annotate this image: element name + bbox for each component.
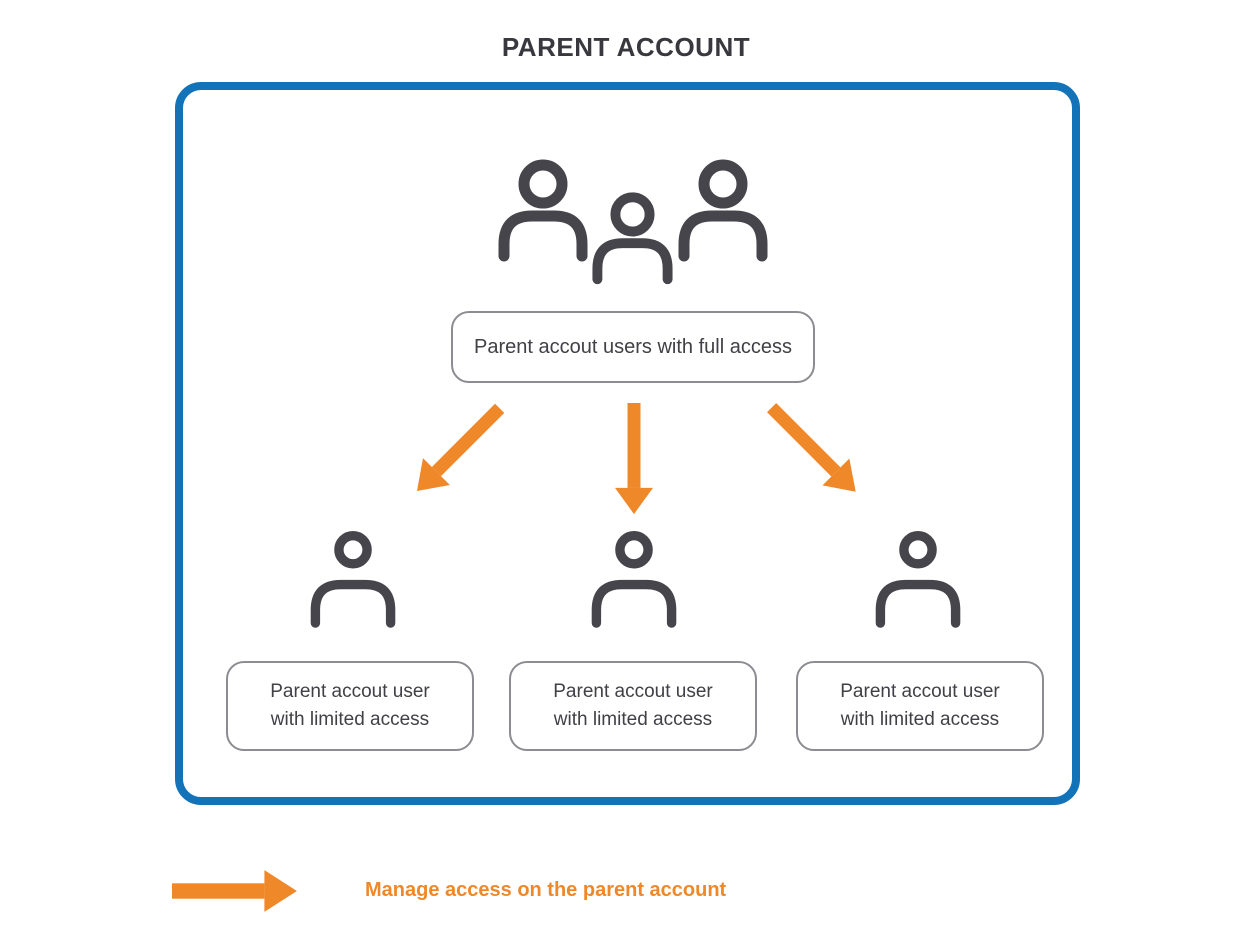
legend-arrow-right-icon bbox=[172, 869, 298, 913]
legend-label: Manage access on the parent account bbox=[365, 879, 727, 901]
limited-access-label-line2: with limited access bbox=[270, 709, 430, 730]
parent-account-container: Parent accout users with full access bbox=[175, 82, 1080, 805]
user-icon bbox=[306, 526, 400, 628]
limited-access-box: Parent accout user with limited access bbox=[509, 661, 757, 751]
arrow-down-icon bbox=[614, 403, 654, 515]
limited-access-label-line1: Parent accout user bbox=[840, 681, 1000, 702]
page-title: PARENT ACCOUNT bbox=[501, 32, 751, 62]
group-users-icon bbox=[498, 158, 768, 293]
limited-access-label-line2: with limited access bbox=[553, 709, 713, 730]
arrow-down-left-icon bbox=[402, 394, 514, 506]
limited-access-box: Parent accout user with limited access bbox=[796, 661, 1044, 751]
full-access-label: Parent accout users with full access bbox=[474, 335, 792, 358]
arrow-down-right-icon bbox=[757, 393, 870, 506]
user-icon bbox=[871, 526, 965, 628]
limited-access-label-line2: with limited access bbox=[840, 709, 1000, 730]
limited-access-box: Parent accout user with limited access bbox=[226, 661, 474, 751]
limited-access-label-line1: Parent accout user bbox=[553, 681, 713, 702]
limited-access-label-line1: Parent accout user bbox=[270, 681, 430, 702]
user-icon bbox=[587, 526, 681, 628]
full-access-box: Parent accout users with full access bbox=[451, 311, 815, 383]
legend: Manage access on the parent account bbox=[0, 860, 1252, 920]
